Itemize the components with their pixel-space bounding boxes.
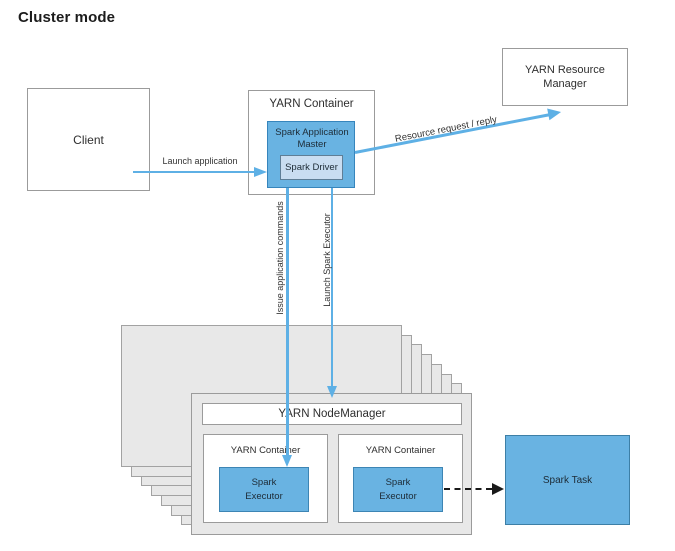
spark-executor-box-right: Spark Executor bbox=[353, 467, 443, 512]
yarn-container-left-label: YARN Container bbox=[230, 445, 301, 456]
issue-commands-label: Issue application commands bbox=[275, 201, 285, 315]
spark-task-label: Spark Task bbox=[542, 474, 593, 486]
executor-to-task-arrow bbox=[444, 487, 492, 490]
page-title: Cluster mode bbox=[18, 9, 116, 26]
issue-commands-arrowhead-icon bbox=[282, 455, 292, 467]
yarn-node-manager-label: YARN NodeManager bbox=[278, 408, 386, 420]
yarn-container-top-label: YARN Container bbox=[269, 98, 354, 110]
launch-executor-arrow bbox=[330, 188, 334, 387]
issue-commands-arrow bbox=[286, 188, 289, 456]
client-label: Client bbox=[73, 132, 104, 147]
launch-executor-label: Launch Spark Executor bbox=[322, 213, 332, 307]
launch-application-label: Launch application bbox=[162, 156, 238, 166]
resource-request-arrowhead-icon bbox=[547, 105, 563, 120]
launch-executor-arrowhead-icon bbox=[326, 386, 337, 398]
launch-application-arrowhead-icon bbox=[254, 166, 267, 177]
spark-driver-label: Spark Driver bbox=[285, 162, 338, 173]
yarn-container-right-label: YARN Container bbox=[365, 445, 436, 456]
spark-task-box: Spark Task bbox=[505, 435, 630, 525]
yarn-resource-manager-box: YARN Resource Manager bbox=[502, 48, 628, 106]
spark-application-master-label: Spark Application Master bbox=[275, 127, 349, 150]
executor-to-task-arrowhead-icon bbox=[492, 482, 504, 495]
spark-executor-box-left: Spark Executor bbox=[219, 467, 309, 512]
client-box: Client bbox=[27, 88, 150, 191]
yarn-node-manager-box: YARN NodeManager bbox=[202, 403, 462, 425]
yarn-resource-manager-label: YARN Resource Manager bbox=[525, 64, 605, 90]
spark-driver-box: Spark Driver bbox=[280, 155, 343, 180]
launch-application-arrow bbox=[133, 170, 255, 174]
